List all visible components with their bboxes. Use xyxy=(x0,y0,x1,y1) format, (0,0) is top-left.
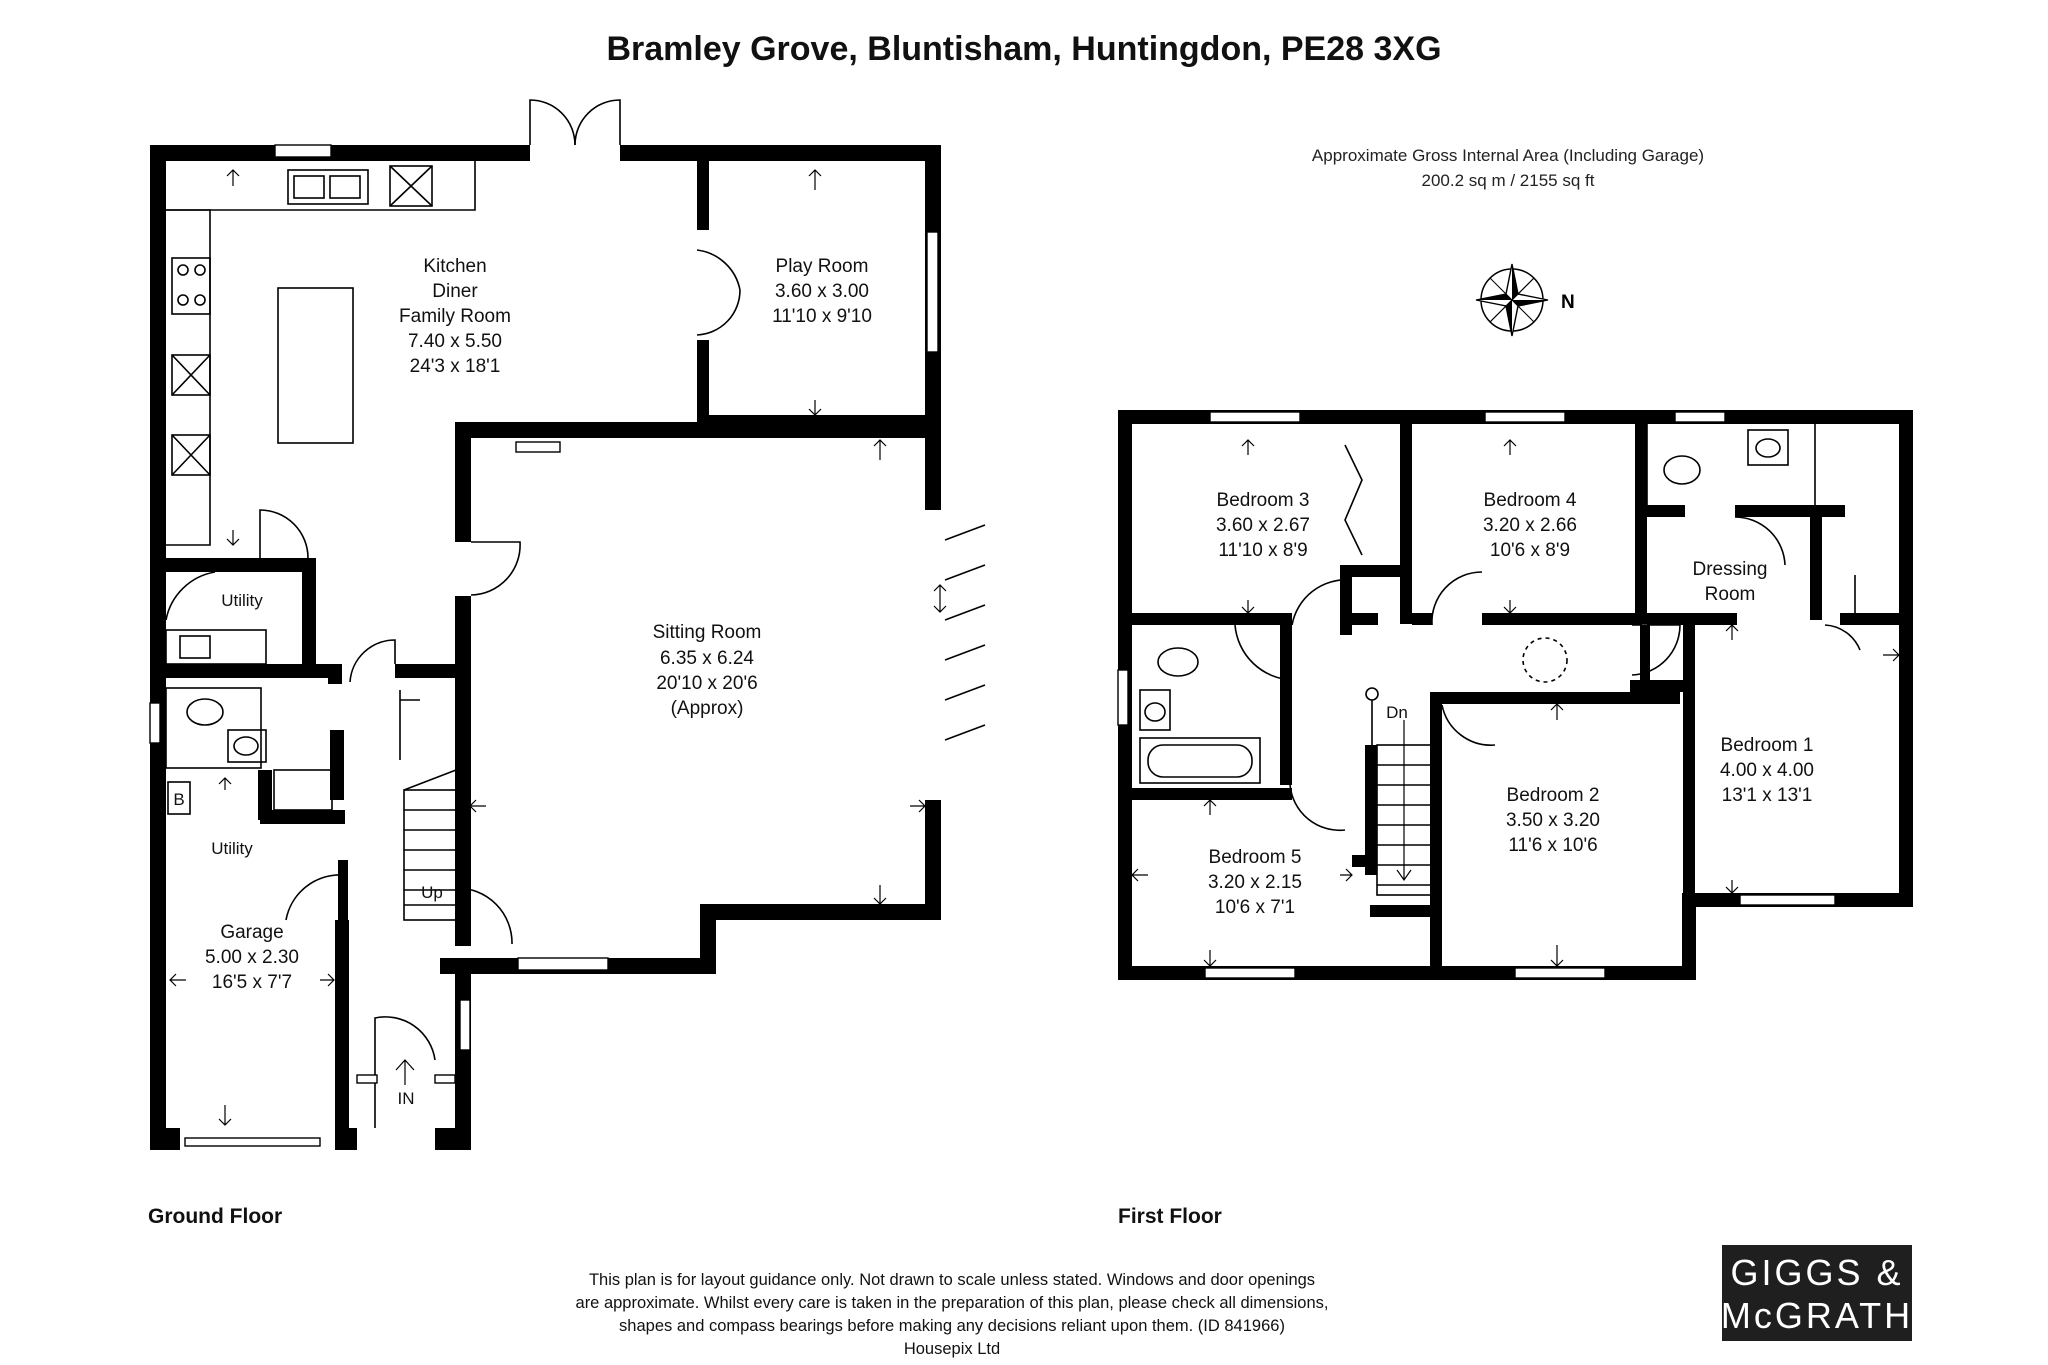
kitchen-label-2: Diner xyxy=(432,281,478,302)
logo-line-2: McGRATH xyxy=(1721,1295,1913,1336)
bedroom-3-label: Bedroom 3 xyxy=(1217,490,1310,511)
bedroom-4-dimensions-imperial: 10'6 x 8'9 xyxy=(1490,540,1570,561)
utility-label-2: Utility xyxy=(211,839,253,858)
garage-label: Garage xyxy=(220,922,283,943)
kitchen-dimensions-imperial: 24'3 x 18'1 xyxy=(410,356,501,377)
ground-floor-plan xyxy=(149,99,986,1150)
garage-dimensions-imperial: 16'5 x 7'7 xyxy=(212,972,292,993)
stairs-up-label: Up xyxy=(421,883,443,902)
utility-label-1: Utility xyxy=(221,591,263,610)
sitting-room-approx: (Approx) xyxy=(671,698,744,719)
ground-floor-label: Ground Floor xyxy=(148,1205,282,1228)
bedroom-5-dimensions-imperial: 10'6 x 7'1 xyxy=(1215,897,1295,918)
stairs-down xyxy=(1365,687,1433,896)
disclaimer-line-2: are approximate. Whilst every care is ta… xyxy=(576,1294,1329,1312)
sitting-room-dimensions-imperial: 20'10 x 20'6 xyxy=(656,673,757,694)
giggs-mcgrath-logo: GIGGS & McGRATH xyxy=(1721,1245,1913,1341)
stairs-up xyxy=(403,769,457,921)
bedroom-3-dimensions-metric: 3.60 x 2.67 xyxy=(1216,515,1310,536)
bedroom-1-dimensions-metric: 4.00 x 4.00 xyxy=(1720,760,1814,781)
dressing-room-label-2: Room xyxy=(1705,584,1756,605)
disclaimer-line-1: This plan is for layout guidance only. N… xyxy=(589,1271,1315,1289)
bedroom-2-dimensions-metric: 3.50 x 3.20 xyxy=(1506,810,1600,831)
sitting-room-dimensions-metric: 6.35 x 6.24 xyxy=(660,648,754,669)
bedroom-5-dimensions-metric: 3.20 x 2.15 xyxy=(1208,872,1302,893)
bedroom-4-dimensions-metric: 3.20 x 2.66 xyxy=(1483,515,1577,536)
kitchen-label-1: Kitchen xyxy=(423,256,486,277)
area-line-2: 200.2 sq m / 2155 sq ft xyxy=(1422,171,1595,190)
boiler-label: B xyxy=(173,790,184,809)
play-room-dimensions-imperial: 11'10 x 9'10 xyxy=(772,306,872,327)
kitchen-dimensions-metric: 7.40 x 5.50 xyxy=(408,331,502,352)
dressing-room-label-1: Dressing xyxy=(1693,559,1768,580)
play-room-label: Play Room xyxy=(776,256,869,277)
kitchen-label-3: Family Room xyxy=(399,306,511,327)
bedroom-2-dimensions-imperial: 11'6 x 10'6 xyxy=(1508,835,1597,856)
first-floor-label: First Floor xyxy=(1118,1205,1222,1228)
bedroom-3-dimensions-imperial: 11'10 x 8'9 xyxy=(1218,540,1307,561)
bedroom-5-label: Bedroom 5 xyxy=(1209,847,1302,868)
bedroom-1-dimensions-imperial: 13'1 x 13'1 xyxy=(1722,785,1813,806)
stairs-down-label: Dn xyxy=(1386,703,1408,722)
garage-dimensions-metric: 5.00 x 2.30 xyxy=(205,947,299,968)
first-floor-plan xyxy=(1117,410,1913,980)
compass-icon xyxy=(1475,263,1549,337)
bedroom-1-label: Bedroom 1 xyxy=(1721,735,1814,756)
sitting-room-label: Sitting Room xyxy=(653,622,762,643)
disclaimer-line-3: shapes and compass bearings before makin… xyxy=(619,1317,1285,1335)
play-room-dimensions-metric: 3.60 x 3.00 xyxy=(775,281,869,302)
disclaimer-line-4: Housepix Ltd xyxy=(904,1340,1000,1358)
bedroom-2-label: Bedroom 2 xyxy=(1507,785,1600,806)
plan-title: Bramley Grove, Bluntisham, Huntingdon, P… xyxy=(606,30,1441,68)
entrance-label: IN xyxy=(398,1089,415,1108)
logo-line-1: GIGGS & xyxy=(1730,1252,1903,1293)
compass-label: N xyxy=(1561,292,1575,313)
bedroom-4-label: Bedroom 4 xyxy=(1484,490,1577,511)
area-line-1: Approximate Gross Internal Area (Includi… xyxy=(1312,146,1704,165)
